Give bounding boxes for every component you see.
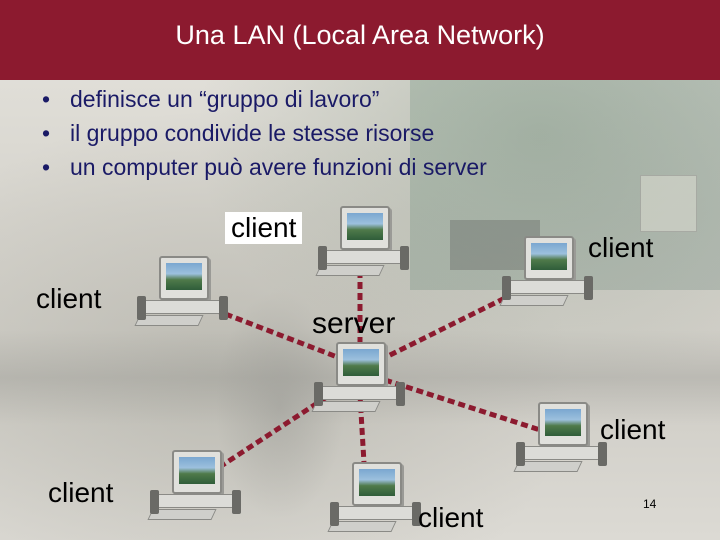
monitor-icon	[340, 206, 390, 250]
speaker-icon	[396, 382, 405, 406]
pc-case-icon	[326, 250, 402, 264]
speaker-icon	[219, 296, 228, 320]
client-computer-bottom[interactable]	[327, 462, 421, 532]
pc-case-icon	[510, 280, 586, 294]
speaker-icon	[314, 382, 323, 406]
pc-case-icon	[338, 506, 414, 520]
bullet-list: • definisce un “gruppo di lavoro” • il gru…	[42, 82, 487, 184]
link-server-client-right	[378, 295, 507, 363]
monitor-icon	[538, 402, 588, 446]
pc-case-icon	[524, 446, 600, 460]
client-computer-top[interactable]	[315, 206, 409, 276]
speaker-icon	[330, 502, 339, 526]
monitor-icon	[172, 450, 222, 494]
slide-title: Una LAN (Local Area Network)	[175, 20, 545, 50]
server-label: server	[312, 307, 396, 340]
bullet-text: il gruppo condivide le stesse risorse	[70, 120, 435, 146]
speaker-icon	[400, 246, 409, 270]
pc-case-icon	[322, 386, 398, 400]
client-label-topright: client	[588, 232, 654, 263]
bullet-item: • un computer può avere funzioni di serve…	[42, 150, 487, 184]
monitor-icon	[524, 236, 574, 280]
link-server-client-left	[214, 307, 346, 363]
link-server-client-midright	[384, 377, 541, 433]
speaker-icon	[584, 276, 593, 300]
monitor-icon	[336, 342, 386, 386]
client-computer-bottomleft[interactable]	[147, 450, 241, 520]
title-bar	[0, 0, 720, 80]
client-label-bottom: client	[418, 502, 484, 533]
server-computer[interactable]	[311, 342, 405, 412]
client-computer-topright[interactable]	[499, 236, 593, 306]
bullet-item: • definisce un “gruppo di lavoro”	[42, 82, 487, 116]
client-label-midright: client	[600, 414, 666, 445]
monitor-icon	[352, 462, 402, 506]
page-number: 14	[643, 497, 657, 511]
client-computer-left[interactable]	[134, 256, 228, 326]
client-label-bottomleft: client	[48, 477, 114, 508]
bullet-text: definisce un “gruppo di lavoro”	[70, 86, 380, 112]
speaker-icon	[598, 442, 607, 466]
speaker-icon	[412, 502, 421, 526]
client-computer-midright[interactable]	[513, 402, 607, 472]
bullet-marker: •	[42, 120, 51, 146]
speaker-icon	[137, 296, 146, 320]
bullet-text: un computer può avere funzioni di server	[70, 154, 487, 180]
speaker-icon	[516, 442, 525, 466]
bullet-marker: •	[42, 86, 51, 112]
bullet-marker: •	[42, 154, 51, 180]
speaker-icon	[150, 490, 159, 514]
pc-case-icon	[158, 494, 234, 508]
pc-case-icon	[145, 300, 221, 314]
client-label-left: client	[36, 283, 102, 314]
bullet-item: • il gruppo condivide le stesse risorse	[42, 116, 487, 150]
chip-image-2	[640, 175, 697, 232]
speaker-icon	[502, 276, 511, 300]
client-label-top: client	[225, 212, 303, 244]
speaker-icon	[318, 246, 327, 270]
monitor-icon	[159, 256, 209, 300]
speaker-icon	[232, 490, 241, 514]
